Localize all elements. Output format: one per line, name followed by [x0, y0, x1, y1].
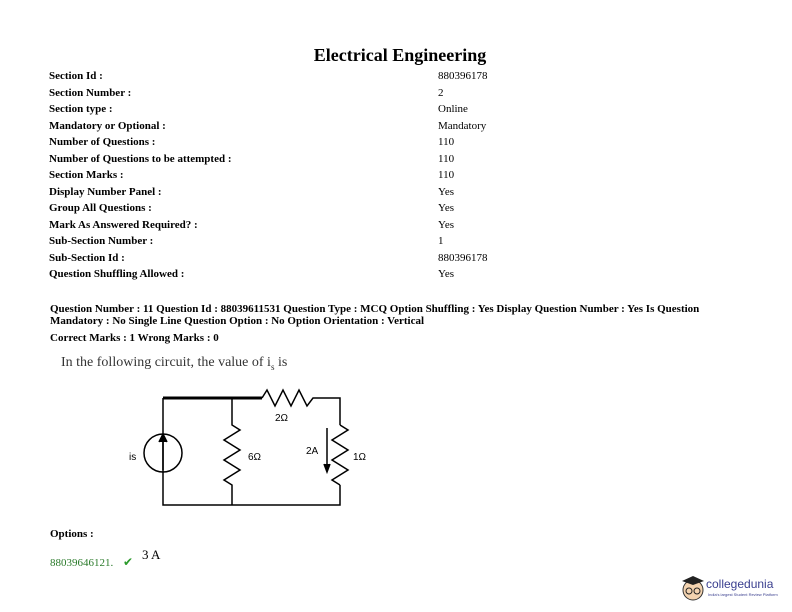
question-text: In the following circuit, the value of i…: [61, 355, 287, 372]
logo-tagline: India's largest Student Review Platform: [708, 592, 778, 597]
page-title: Electrical Engineering: [313, 45, 487, 65]
section-field-label: Mark As Answered Required? :: [49, 218, 198, 231]
section-field-label: Question Shuffling Allowed :: [49, 268, 185, 280]
section-field-label: Number of Questions :: [49, 136, 156, 148]
label-6ohm: 6Ω: [248, 452, 262, 463]
section-field-label: Display Number Panel :: [49, 185, 162, 198]
section-field-value: 880396178: [438, 70, 488, 82]
section-field-value: 110: [438, 169, 455, 181]
resistor-1ohm: [330, 424, 350, 486]
question-text-main: In the following circuit, the value of i: [61, 355, 271, 370]
check-icon: ✔: [123, 555, 134, 569]
section-field-label: Section type :: [49, 103, 113, 115]
section-field-value: Yes: [438, 218, 455, 231]
question-text-sub: s: [270, 361, 275, 372]
option-text: 3 A: [142, 547, 161, 562]
label-2a: 2A: [306, 446, 319, 457]
section-field-value: 1: [438, 235, 444, 247]
resistor-2ohm: [261, 388, 341, 425]
section-field-label: Group All Questions :: [49, 202, 152, 214]
section-field-value: Online: [438, 103, 468, 115]
question-text-end: is: [274, 355, 288, 370]
section-field-label: Mandatory or Optional :: [49, 119, 166, 132]
label-2ohm: 2Ω: [275, 413, 289, 424]
question-marks: Correct Marks : 1 Wrong Marks : 0: [50, 332, 219, 344]
options-label: Options :: [50, 528, 94, 540]
section-field-label: Sub-Section Number :: [49, 235, 154, 247]
section-field-value: 2: [438, 86, 444, 99]
section-field-value: 110: [438, 152, 455, 165]
section-field-value: Yes: [438, 185, 455, 198]
logo-name: collegedunia: [706, 577, 774, 591]
label-1ohm: 1Ω: [353, 452, 367, 463]
question-meta: Question Number : 11 Question Id : 88039…: [50, 303, 700, 327]
section-field-label: Section Id :: [49, 70, 103, 82]
section-field-value: Mandatory: [438, 119, 487, 132]
section-field-label: Section Number :: [49, 86, 132, 99]
section-field-value: 110: [438, 136, 455, 148]
section-field-label: Sub-Section Id :: [49, 251, 125, 264]
section-field-value: Yes: [438, 268, 455, 280]
option-id: 88039646121.: [50, 557, 114, 569]
section-field-value: 880396178: [438, 251, 488, 264]
collegedunia-logo-icon: [682, 576, 704, 601]
section-field-value: Yes: [438, 202, 455, 214]
resistor-6ohm: [222, 398, 242, 505]
section-field-label: Section Marks :: [49, 169, 124, 181]
section-field-label: Number of Questions to be attempted :: [49, 152, 232, 165]
label-is: is: [129, 452, 136, 463]
